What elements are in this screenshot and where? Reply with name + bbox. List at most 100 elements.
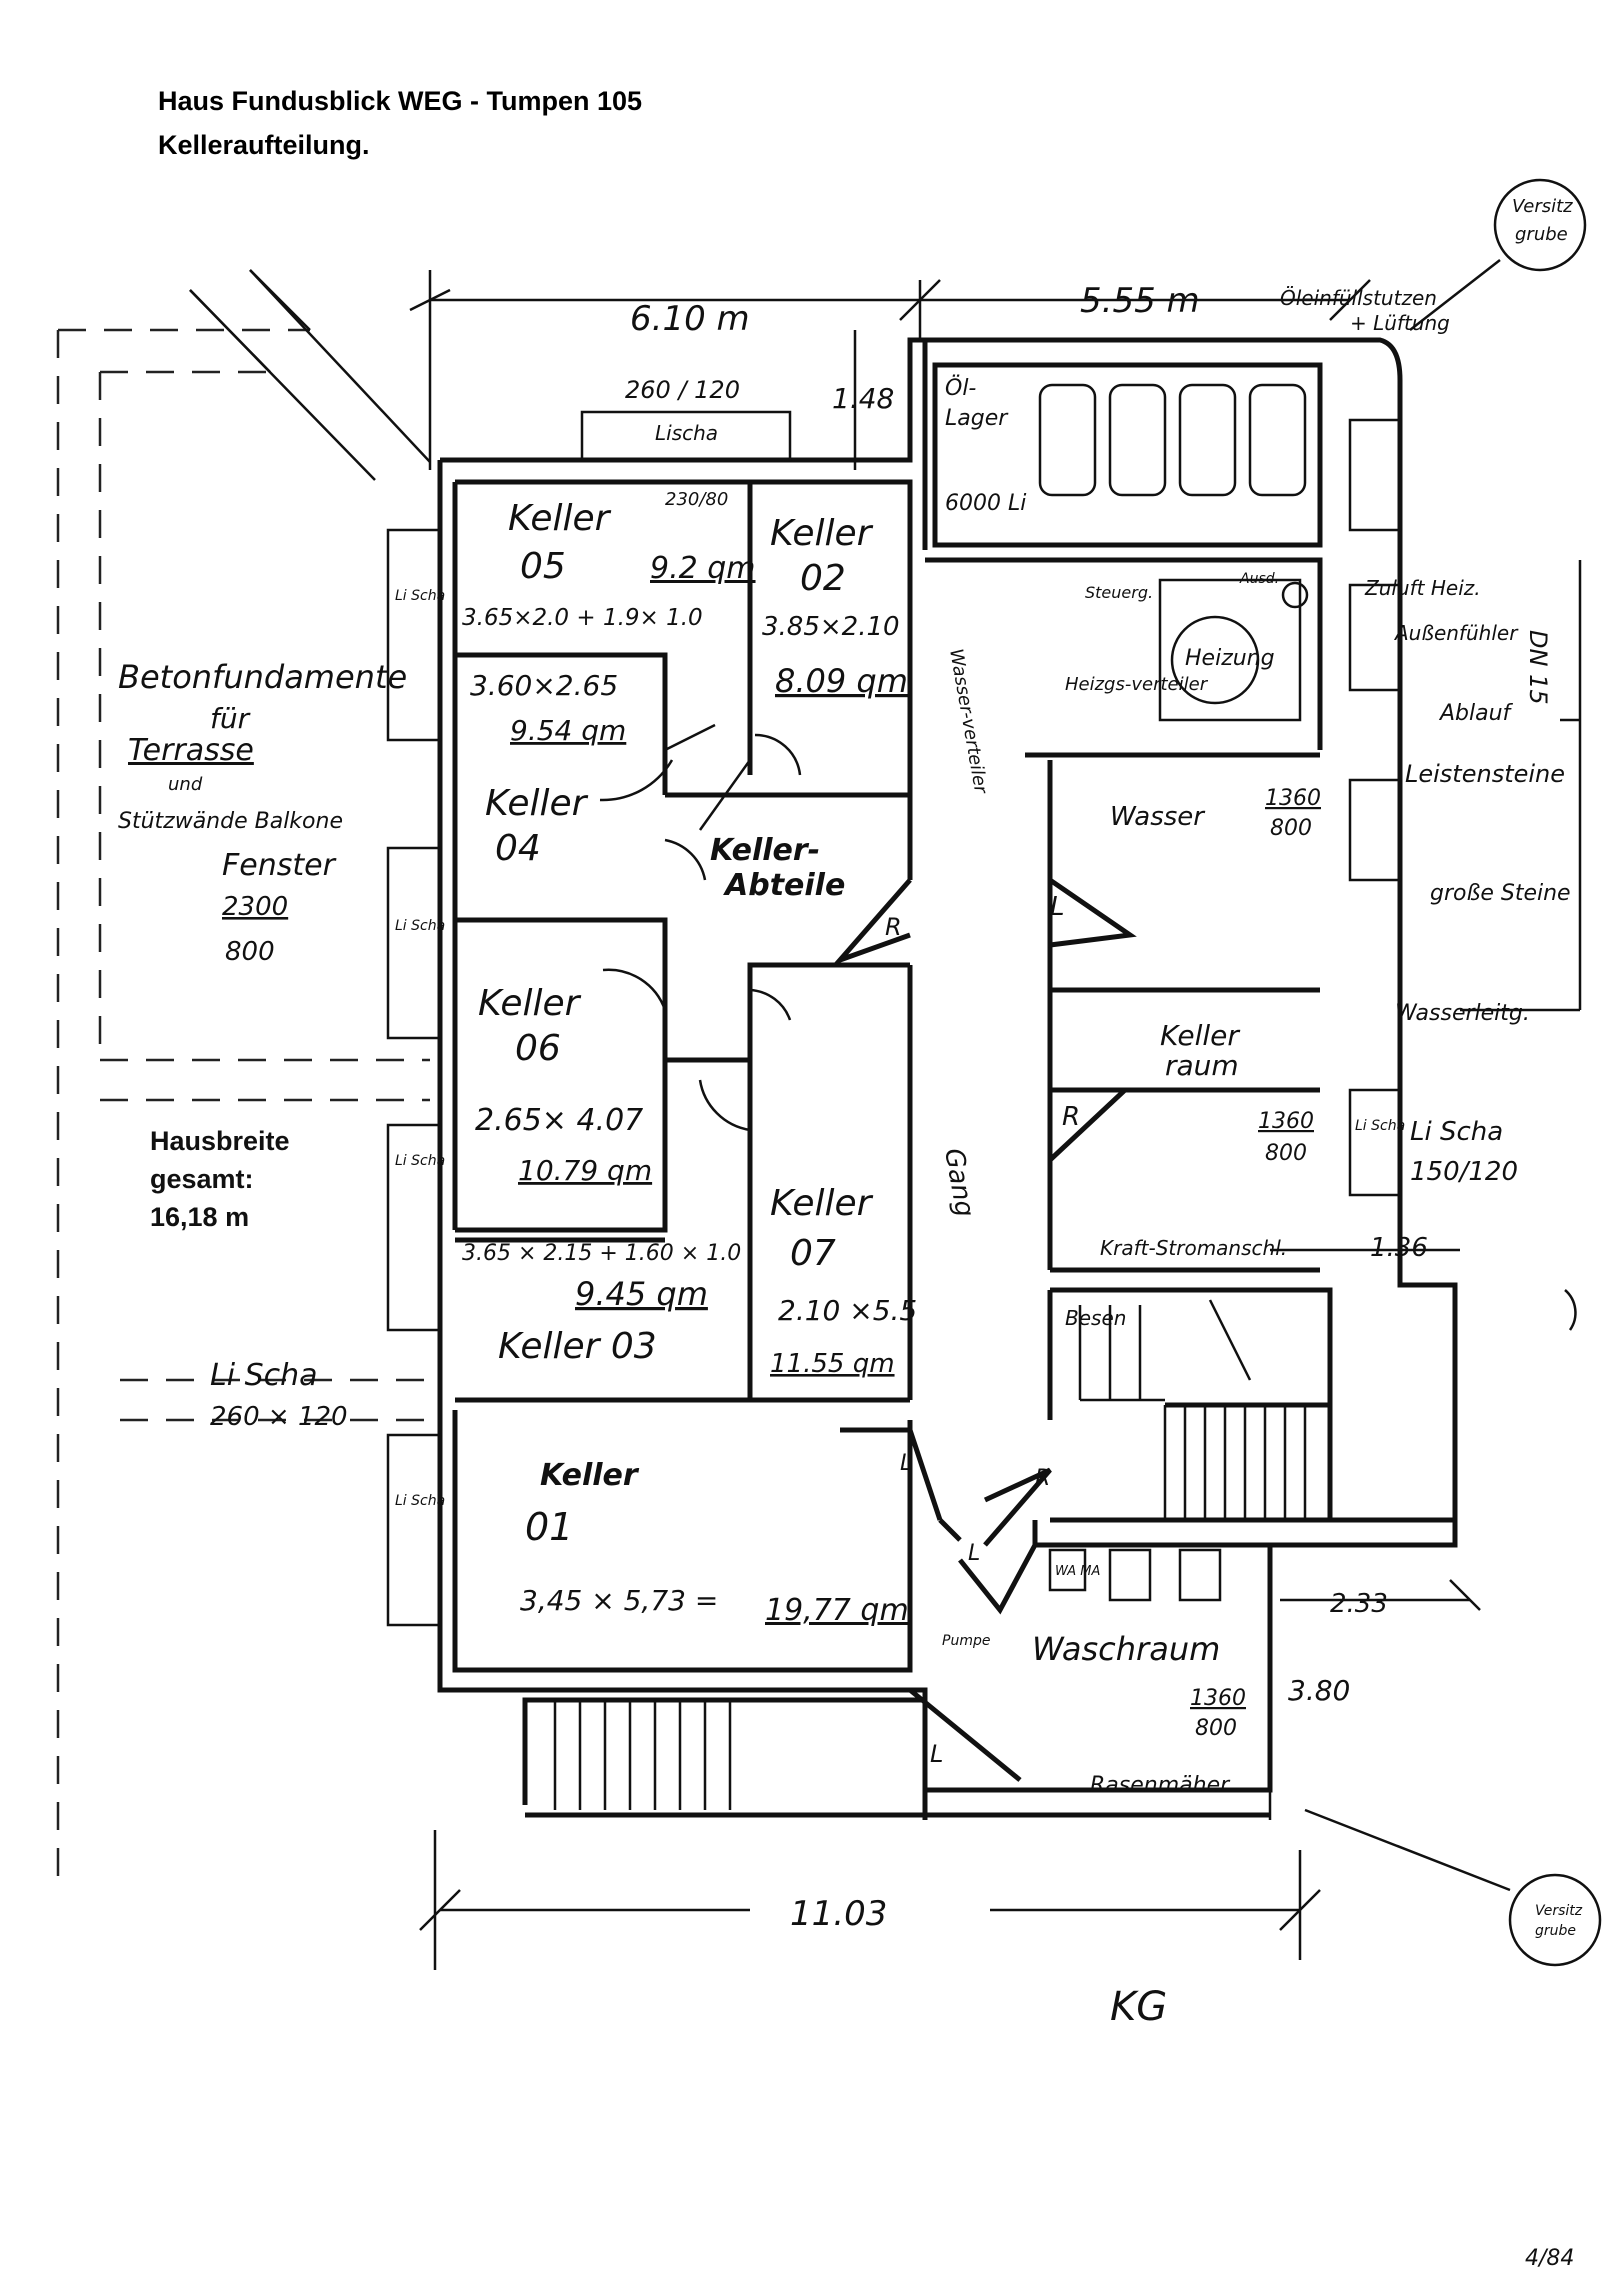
title-line-2: Kelleraufteilung.: [158, 130, 370, 160]
hausbreite-line-1: Hausbreite: [150, 1126, 290, 1156]
window-left-label: Li Scha: [210, 1358, 318, 1393]
window-right-size: 150/120: [1410, 1157, 1518, 1187]
fenster-den: 800: [225, 937, 275, 967]
note-versitz1: Versitz: [1512, 196, 1573, 217]
note-stutz: Stützwände Balkone: [118, 809, 343, 834]
dim-136: 1.36: [1370, 1233, 1428, 1263]
corridor-walls: [831, 760, 1137, 1782]
note-lueftung: + Lüftung: [1350, 311, 1450, 335]
r1-den: 800: [1270, 816, 1312, 841]
heizung-label: Heizung: [1185, 646, 1275, 671]
keller07-dims: 2.10 ×5.5: [778, 1294, 917, 1327]
keller06-name: Keller: [478, 983, 582, 1024]
abteile-line1: Keller-: [710, 833, 820, 868]
keller04-name: Keller: [485, 783, 589, 824]
hausbreite-label: Hausbreite gesamt: 16,18 m: [150, 1122, 290, 1236]
gang-label: Gang: [938, 1146, 980, 1219]
note-rasenmaeher: Rasenmäher: [1090, 1773, 1231, 1798]
note-grosse: große Steine: [1430, 881, 1571, 906]
window-right-label: Li Scha: [1410, 1117, 1503, 1147]
keller06-area: 10.79 qm: [518, 1154, 652, 1187]
door-mark-l-2: L: [900, 1451, 912, 1476]
keller02-name: Keller: [770, 513, 874, 554]
oellager-line3: 6000 Li: [945, 491, 1026, 516]
title-line-1: Haus Fundusblick WEG - Tumpen 105: [158, 86, 643, 116]
note-kg: KG: [1110, 1984, 1167, 2030]
dim-top-left: 6.10 m: [630, 299, 750, 339]
note-ausd: Ausd.: [1239, 571, 1279, 587]
window-frames: [386, 410, 1402, 1627]
dimension-lines: [409, 270, 1582, 1970]
dim-dn15: DN 15: [1524, 630, 1552, 705]
versitzgrube-symbols: [1304, 178, 1602, 1967]
note-wasserleit: Wasserleitg.: [1395, 1001, 1530, 1026]
note-ablauf: Ablauf: [1438, 701, 1514, 726]
door-mark-l-1: L: [1050, 892, 1065, 922]
note-besen: Besen: [1065, 1306, 1126, 1330]
door-swings: [599, 723, 1577, 1331]
hausbreite-line-3: 16,18 m: [150, 1202, 250, 1232]
terrace-outline: [56, 269, 431, 1890]
window-top-size: 260 / 120: [625, 376, 740, 404]
note-oeleinfuell: Öleinfüllstutzen: [1280, 286, 1437, 310]
note-steuer: Steuerg.: [1085, 583, 1153, 602]
keller03-name: Keller 03: [498, 1326, 657, 1367]
kellerraum-line2: raum: [1165, 1049, 1239, 1082]
dim-233: 2.33: [1330, 1589, 1388, 1619]
note-kraftstrom: Kraft-Stromanschl.: [1100, 1236, 1287, 1260]
door-mark-r-3: R: [1035, 1466, 1050, 1491]
keller04-dims: 3.60×2.65: [470, 669, 618, 702]
note-page-no: 4/84: [1525, 2246, 1574, 2271]
r2-den: 800: [1265, 1141, 1307, 1166]
dim-bottom: 11.03: [790, 1894, 887, 1934]
note-beton3: Terrasse: [128, 733, 254, 768]
kellerraum-line1: Keller: [1160, 1019, 1240, 1052]
fenster-num: 2300: [222, 892, 288, 922]
keller03-dims: 3.65 × 2.15 + 1.60 × 1.0: [462, 1241, 741, 1266]
keller05-area: 9.2 qm: [650, 551, 756, 586]
note-aussen: Außenfühler: [1393, 621, 1519, 645]
waschraum-label: Waschraum: [1032, 1630, 1220, 1668]
note-beton1: Betonfundamente: [118, 658, 407, 696]
li-scha-2: Li Scha: [395, 918, 445, 934]
keller06-dims: 2.65× 4.07: [475, 1103, 643, 1138]
door-mark-l-4: L: [930, 1740, 943, 1768]
keller06-num: 06: [515, 1028, 561, 1069]
note-zuluft: Zuluft Heiz.: [1364, 576, 1481, 600]
li-scha-5: Li Scha: [1355, 1118, 1405, 1134]
abteile-line2: Abteile: [723, 868, 845, 903]
r3-den: 800: [1195, 1716, 1237, 1741]
keller01-formula: 3,45 × 5,73 =: [520, 1584, 718, 1617]
note-versitz3: Versitz: [1535, 1903, 1583, 1919]
door-mark-l-3: L: [968, 1541, 980, 1566]
r2-num: 1360: [1258, 1109, 1314, 1134]
note-wama: WA MA: [1055, 1564, 1100, 1579]
hausbreite-line-2: gesamt:: [150, 1164, 254, 1194]
keller05-name: Keller: [508, 498, 612, 539]
note-pumpe: Pumpe: [942, 1633, 990, 1649]
keller05-dims: 3.65×2.0 + 1.9× 1.0: [462, 605, 703, 631]
li-scha-4: Li Scha: [395, 1493, 445, 1509]
dim-148: 1.48: [832, 382, 894, 415]
keller07-num: 07: [790, 1233, 836, 1274]
window-left-size: 260 × 120: [210, 1402, 348, 1432]
keller02-num: 02: [800, 558, 846, 599]
keller02-area: 8.09 qm: [775, 662, 908, 700]
oil-tanks: [932, 362, 1323, 548]
note-beton4: und: [168, 774, 203, 795]
r1-num: 1360: [1265, 786, 1321, 811]
keller03-area: 9.45 qm: [575, 1275, 708, 1313]
fenster-label: Fenster: [222, 848, 337, 883]
window-top-label: Lischa: [655, 421, 718, 445]
wasser-label: Wasser: [1110, 802, 1206, 832]
door-mark-r-2: R: [1062, 1102, 1080, 1132]
dim-380: 3.80: [1288, 1674, 1350, 1707]
note-beton2: für: [210, 702, 251, 735]
keller05-num: 05: [520, 546, 566, 587]
note-versitz4: grube: [1535, 1923, 1576, 1939]
keller01-area: 19,77 qm: [765, 1593, 909, 1628]
note-wasserverteiler: Wasser-verteiler: [945, 647, 991, 796]
note-heizgverteiler: Heizgs-verteiler: [1065, 674, 1209, 695]
keller01-name: Keller: [540, 1458, 640, 1493]
